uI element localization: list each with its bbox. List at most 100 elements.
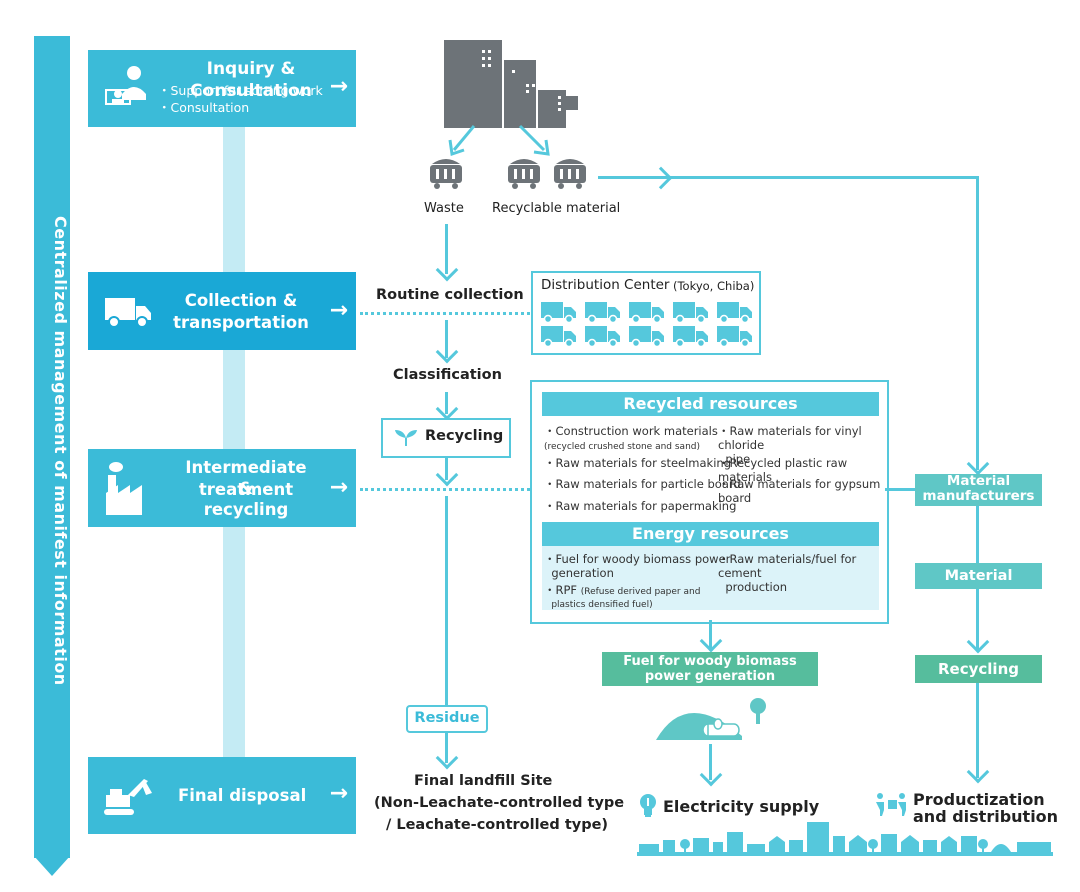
landfill-type-line: / Leachate-controlled type) (386, 817, 609, 833)
recycling-process-box: Recycling (381, 418, 511, 458)
step-inquiry-consultation[interactable]: Inquiry & Consultation ・Support for sort… (88, 50, 356, 127)
arrow-right-icon: → (329, 298, 348, 323)
connector-line (885, 488, 915, 491)
step-title: Inquiry & Consultation (190, 59, 312, 101)
sprout-icon (395, 430, 417, 446)
step-collection-transportation[interactable]: Collection & transportation → (88, 272, 356, 350)
step-title: Final disposal (178, 786, 307, 805)
recycled-resource-item: ・Raw materials for vinyl chloride pipe (718, 424, 862, 466)
connector-line (445, 320, 448, 358)
routine-collection-label: Routine collection (376, 287, 524, 303)
step-title-line: & (238, 479, 254, 498)
energy-resource-item: ・Fuel for woody biomass power generation (544, 552, 731, 580)
connector-line (976, 589, 979, 649)
step-title-line: recycling (203, 500, 289, 519)
side-banner (34, 36, 70, 858)
arrowhead (966, 452, 990, 476)
arrowhead (435, 746, 459, 770)
truck-icon (673, 302, 708, 323)
step-subitem: ・Consultation (158, 100, 250, 115)
garbage-cart-icon (430, 159, 462, 189)
truck-icon (585, 302, 620, 323)
arrowhead (966, 630, 990, 654)
connector-line (976, 176, 979, 470)
classification-label: Classification (393, 367, 502, 383)
material-box: Material (915, 563, 1042, 589)
electricity-supply-label: Electricity supply (663, 797, 820, 816)
recycled-resource-item: ・Recycled plastic raw materials (718, 456, 848, 484)
connector-line (976, 506, 979, 564)
distribution-center-location: (Tokyo, Chiba) (673, 279, 755, 293)
recycling-label: Recycling (425, 428, 504, 444)
residue-label: Residue (414, 710, 480, 726)
distribution-center-title: Distribution Center (541, 277, 670, 293)
delivery-icon (876, 793, 906, 816)
arrowhead (699, 763, 723, 787)
material-manufacturers-box: Material manufacturers (915, 474, 1042, 506)
building-icon (444, 40, 578, 128)
garbage-cart-icon (554, 159, 586, 189)
step-intermediate-treatment[interactable]: Intermediate treatment & recycling → (88, 449, 356, 527)
energy-resources-header: Energy resources (542, 522, 879, 546)
connector-line (445, 496, 448, 706)
recycled-resource-item: ・Raw materials for gypsum board (718, 477, 881, 505)
arrowhead (435, 397, 459, 421)
recycled-resource-item: ・Raw materials for papermaking (544, 499, 737, 513)
biomass-woodpile-icon (656, 698, 766, 740)
arrow-right-icon: → (329, 781, 348, 806)
waste-label: Waste (424, 201, 464, 216)
truck-icon (585, 326, 620, 347)
side-banner-title: Centralized management of manifest infor… (51, 216, 70, 686)
energy-resource-item: ・RPF (Refuse derived paper and plastics … (544, 583, 701, 610)
truck-icon (629, 326, 664, 347)
recycling-green-box: Recycling (915, 655, 1042, 683)
landfill-title: Final landfill Site (414, 773, 553, 789)
dotted-connector (360, 488, 530, 491)
step-final-disposal[interactable]: Final disposal → (88, 757, 356, 834)
connector-line (445, 733, 448, 763)
garbage-cart-icon (508, 159, 540, 189)
connector-line (709, 744, 712, 780)
distribution-center-box: Distribution Center (Tokyo, Chiba) (531, 271, 761, 355)
step-title-line: Intermediate treatment (185, 458, 307, 499)
residue-box: Residue (406, 705, 488, 733)
productization-label: Productization and distribution (913, 790, 1059, 826)
consultation-icon (105, 66, 146, 105)
truck-icon (105, 298, 151, 328)
recyclable-material-label: Recyclable material (492, 201, 621, 216)
recycled-resource-item: ・Raw materials for steelmaking (544, 456, 731, 470)
connector-line (976, 683, 979, 778)
energy-resource-item: ・Raw materials/fuel for cement productio… (718, 552, 857, 594)
connector-line (445, 392, 448, 414)
arrowhead (699, 629, 723, 653)
arrowhead (435, 258, 459, 282)
excavator-icon (104, 779, 152, 815)
factory-icon (106, 462, 142, 515)
step-title-line: transportation (173, 313, 309, 332)
arrowhead (435, 463, 459, 487)
truck-icon (629, 302, 664, 323)
step-title-line: Collection & (184, 291, 298, 310)
recycled-resource-item: ・Construction work materials(recycled cr… (544, 424, 718, 452)
connector-line (709, 620, 712, 648)
recycled-resources-header: Recycled resources (542, 392, 879, 416)
step-subitem: ・Support for sorting work (158, 83, 323, 98)
dotted-connector (360, 312, 530, 315)
lightbulb-icon (640, 794, 656, 817)
cityscape-icon (637, 822, 1053, 856)
arrow-down-split-icon (448, 124, 550, 156)
truck-icon (717, 302, 752, 323)
landfill-type-line: (Non-Leachate-controlled type (374, 795, 625, 811)
connector-line (445, 224, 448, 274)
fuel-biomass-box: Fuel for woody biomass power generation (602, 652, 818, 686)
resources-box: Recycled resources ・Construction work ma… (530, 380, 889, 624)
truck-icon (673, 326, 708, 347)
arrowhead (649, 166, 673, 190)
truck-icon (541, 326, 576, 347)
connector-line (598, 176, 978, 179)
arrowhead (966, 760, 990, 784)
truck-icon (717, 326, 752, 347)
connector-line (445, 458, 448, 480)
recycled-resource-item: ・Raw materials for particle board (544, 477, 741, 491)
arrow-right-icon: → (329, 475, 348, 500)
